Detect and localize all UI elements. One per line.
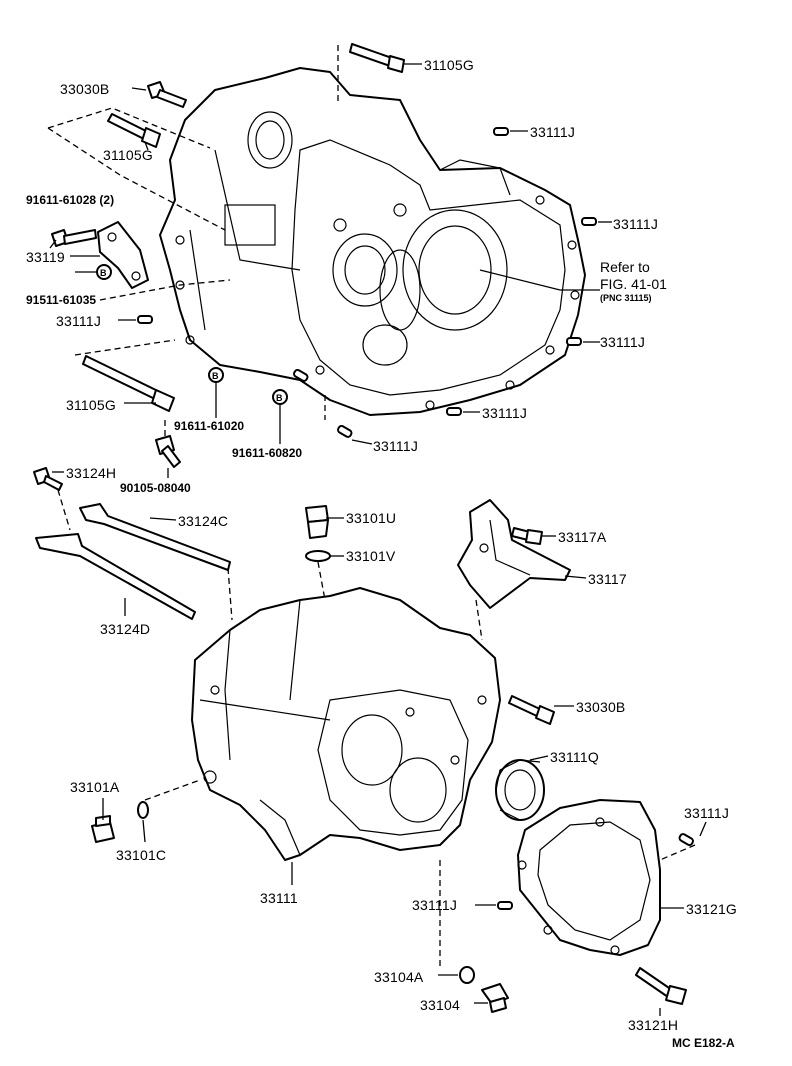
label-33111J-r5: 33111J — [373, 438, 418, 454]
rod-33124C — [79, 503, 231, 571]
label-33104: 33104 — [420, 997, 460, 1013]
label-fig-ref: FIG. 41-01 — [600, 276, 667, 292]
label-33111J-left: 33111J — [56, 313, 101, 329]
bolt-33030B-mid — [508, 695, 555, 725]
label-pnc-ref: (PNC 31115) — [600, 293, 652, 303]
label-33117: 33117 — [588, 571, 627, 587]
label-31105G-left: 31105G — [103, 147, 153, 163]
part-number-labels: 31105G 33030B 31105G 91611-61028 (2) 331… — [26, 57, 737, 1050]
label-33101C: 33101C — [116, 847, 166, 863]
dowel-pins-upper — [137, 127, 597, 438]
bolt-33117A — [511, 527, 543, 545]
gasket-33104A — [459, 966, 475, 984]
gasket-33101C — [137, 801, 149, 819]
bolt-90105-08040 — [155, 435, 181, 468]
label-33124C: 33124C — [178, 513, 228, 529]
upper-guide-lines — [47, 45, 339, 440]
label-91611-60820: 91611-60820 — [232, 446, 302, 460]
marker-b-2: B — [212, 371, 219, 381]
marker-b-1: B — [100, 268, 107, 278]
cover-33121G — [517, 799, 661, 956]
label-33101A: 33101A — [70, 779, 120, 795]
label-33111J-r2: 33111J — [613, 216, 658, 232]
bolt-31105G-bottom — [82, 355, 175, 412]
drain-plug-33101U — [305, 505, 329, 539]
lower-transaxle-case-33111 — [191, 587, 501, 861]
label-33111J-r3: 33111J — [600, 334, 645, 350]
marker-b-icons: B B B — [96, 264, 288, 405]
bolt-91611-61028 — [51, 229, 97, 247]
label-33101U: 33101U — [346, 510, 396, 526]
label-33121G: 33121G — [686, 901, 737, 917]
label-diagram-code: MC E182-A — [672, 1036, 735, 1050]
upper-leader-lines — [49, 63, 612, 478]
label-33117A: 33117A — [558, 529, 607, 545]
bolt-33121H — [635, 967, 687, 1005]
label-33124H: 33124H — [66, 465, 116, 481]
label-91611-61028: 91611-61028 (2) — [26, 193, 114, 207]
bolt-33124H — [33, 467, 63, 491]
rod-33124D — [35, 533, 196, 620]
label-33030B-mid: 33030B — [576, 699, 625, 715]
label-31105G-bottom: 31105G — [66, 397, 116, 413]
label-33124D: 33124D — [100, 621, 150, 637]
label-31105G-top: 31105G — [424, 57, 474, 73]
lower-guide-lines — [57, 489, 696, 970]
label-90105-08040: 90105-08040 — [120, 481, 191, 495]
bracket-33119 — [97, 221, 149, 289]
label-33111Q: 33111Q — [550, 749, 599, 765]
marker-b-3: B — [276, 393, 283, 403]
label-33030B-top: 33030B — [60, 81, 109, 97]
label-33111J-r4: 33111J — [482, 405, 527, 421]
label-33101V: 33101V — [346, 548, 396, 564]
dowel-pins-lower — [497, 833, 694, 910]
plug-33104 — [481, 983, 509, 1013]
label-33111J-br: 33111J — [684, 805, 729, 821]
label-33111J-bm: 33111J — [412, 897, 457, 913]
label-33111: 33111 — [260, 890, 298, 906]
lower-leader-lines — [52, 471, 707, 1016]
gasket-33101V — [305, 550, 331, 562]
label-91511-61035: 91511-61035 — [26, 293, 96, 307]
bolt-33030B-top — [147, 81, 187, 108]
label-33121H: 33121H — [628, 1017, 678, 1033]
bracket-33117 — [457, 499, 571, 609]
label-refer-to: Refer to — [600, 259, 650, 275]
label-91611-61020: 91611-61020 — [174, 419, 244, 433]
bolt-31105G-top — [349, 43, 405, 73]
label-33104A: 33104A — [374, 969, 424, 985]
plug-33101A — [91, 815, 115, 843]
seal-33111Q — [495, 759, 545, 821]
bolt-31105G-left — [107, 113, 161, 148]
upper-transmission-case — [159, 67, 586, 416]
label-33111J-r1: 33111J — [530, 124, 575, 140]
label-33119: 33119 — [26, 249, 65, 265]
